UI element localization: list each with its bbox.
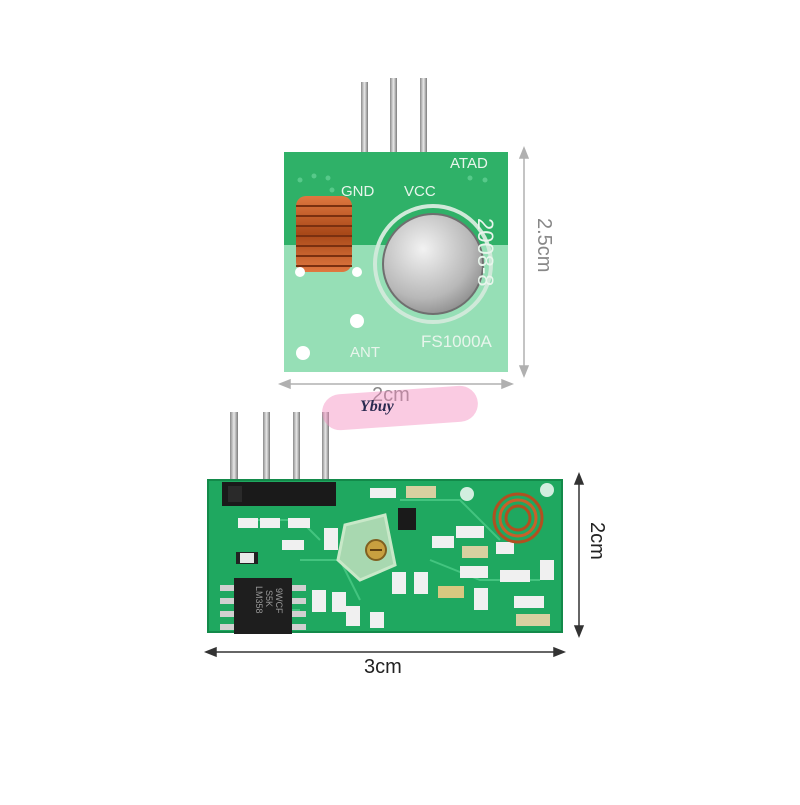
receiver-width-dimension: [203, 646, 567, 658]
saw-resonator-can: [373, 204, 493, 324]
pin-label-gnd: GND: [341, 183, 375, 200]
transmitter-width-label: 2cm: [372, 384, 410, 406]
chip-text-line-2: S5K: [264, 590, 274, 607]
receiver-height-dimension: [573, 471, 585, 639]
mount-hole: [296, 346, 310, 360]
chip-text-line-3: 9WCF: [274, 588, 284, 614]
transmitter-width-dimension: [277, 378, 515, 390]
smd-components: [236, 486, 554, 628]
date-code: 2008-8: [473, 218, 498, 287]
op-amp-chip: LM358 S5K 9WCF: [220, 578, 306, 634]
mount-hole: [350, 314, 364, 328]
ant-label: ANT: [350, 344, 380, 361]
tuning-coil: [336, 513, 397, 582]
watermark-text: Ybuy: [360, 398, 394, 415]
receiver-height-label: 2cm: [586, 522, 608, 560]
chip-text-line-1: LM358: [254, 586, 264, 614]
receiver-header-pins: [230, 412, 329, 492]
pin-label-data: ATAD: [450, 155, 488, 172]
receiver-module: LM358 S5K 9WCF: [207, 412, 563, 634]
coil-inductor: [295, 196, 362, 277]
transmitter-height-label: 2.5cm: [533, 218, 555, 273]
pin-label-vcc: VCC: [404, 183, 436, 200]
receiver-coil: [460, 483, 554, 544]
transmitter-module: GND VCC ATAD 2008-8 FS1000A ANT: [284, 78, 508, 372]
model-label: FS1000A: [421, 332, 493, 351]
transmitter-vias: [297, 173, 488, 193]
transmitter-height-dimension: [518, 145, 530, 379]
receiver-width-label: 3cm: [364, 656, 402, 678]
